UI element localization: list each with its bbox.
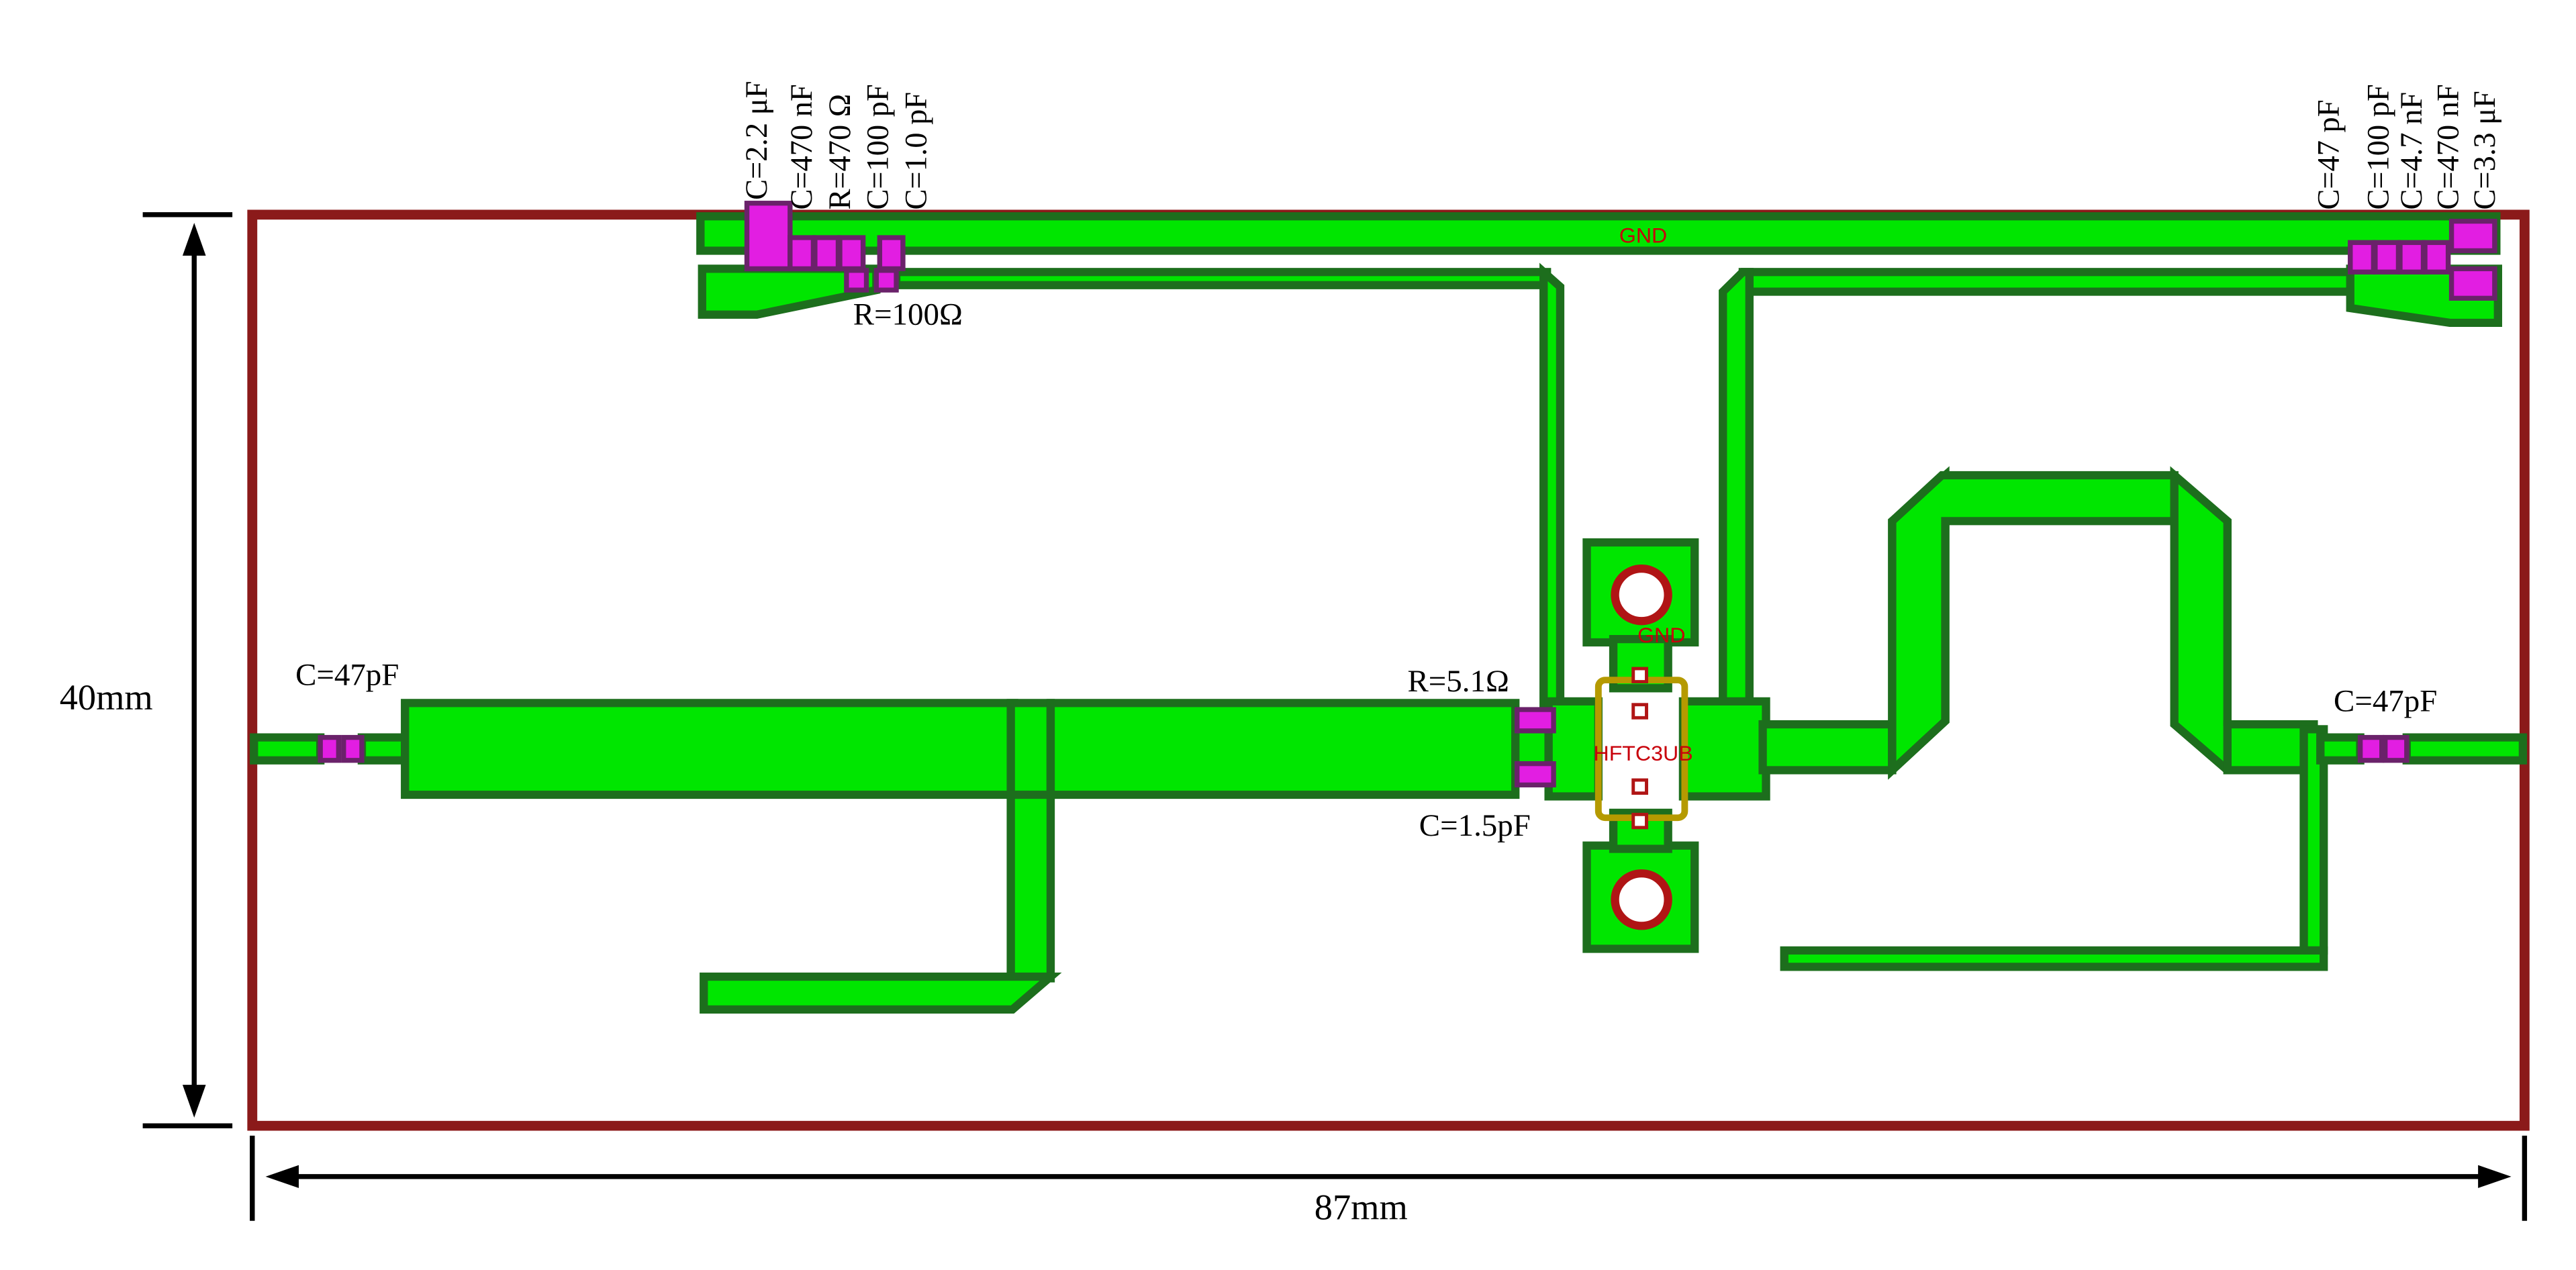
label-c-470nf-top: C=470 nF — [2430, 84, 2465, 209]
pad-gate-resistor — [1514, 707, 1556, 734]
label-gate-cap: C=1.5pF — [1419, 808, 1531, 843]
output-stub-vertical — [2299, 725, 2328, 955]
label-c-100pf-top: C=100 pF — [2360, 84, 2395, 209]
pad-c-3p3uf-b — [2448, 266, 2497, 301]
pad-r-100-b — [873, 268, 899, 293]
smd-pads — [318, 201, 2497, 788]
pad-c-470nf-top — [2422, 240, 2451, 275]
drain-lead — [1678, 697, 1770, 801]
width-dimension: 87mm — [250, 1135, 2528, 1228]
height-arrow-top — [182, 223, 206, 256]
transistor-pin-3 — [1631, 778, 1648, 795]
label-gate-resistor: R=5.1Ω — [1408, 664, 1509, 699]
drain-bias-line — [1738, 268, 2361, 296]
pad-c-3p3uf-a — [2448, 218, 2497, 254]
input-match-junction — [1006, 699, 1055, 799]
gate-bias-line — [892, 268, 1552, 289]
transistor-footprint — [1594, 667, 1688, 830]
copper-layer — [250, 212, 2528, 1014]
output-line-3 — [2316, 733, 2365, 765]
gate-series-pad-area — [1511, 725, 1553, 770]
label-c-470nf: C=470 nF — [784, 84, 819, 209]
width-label: 87mm — [1315, 1187, 1408, 1228]
pad-output-cap-b — [2382, 734, 2410, 763]
label-output-cap: C=47pF — [2334, 684, 2437, 719]
output-loop-top — [1888, 471, 2179, 780]
label-input-cap: C=47pF — [295, 658, 399, 693]
pad-c-4p7nf — [2397, 240, 2426, 275]
label-c-100pf: C=100 pF — [860, 84, 895, 209]
pad-c-2p2uf — [744, 201, 793, 272]
height-label: 40mm — [60, 677, 153, 718]
input-stub-horizontal — [700, 972, 1062, 1014]
label-r-470: R=470 Ω — [822, 94, 857, 210]
input-match-wide-2 — [1046, 699, 1520, 799]
gnd-silk-top: GND — [1619, 223, 1667, 247]
mounting-hole-top — [1611, 565, 1672, 626]
pad-c-100pf — [837, 235, 866, 272]
label-c-3p3uf: C=3.3 μF — [2467, 91, 2502, 209]
gate-bias-vertical — [1539, 262, 1565, 712]
pad-c-47pf-top — [2348, 240, 2377, 275]
label-c-1pf: C=1.0 pF — [898, 92, 933, 210]
pad-input-cap-a — [318, 734, 342, 763]
label-c-4p7nf: C=4.7 nF — [2394, 92, 2429, 210]
width-arrow-right — [2478, 1165, 2512, 1188]
height-arrow-bottom — [182, 1085, 206, 1118]
pad-r-470 — [812, 235, 841, 272]
top-right-component-labels: C=47 pF C=100 pF C=4.7 nF C=470 nF C=3.3… — [2311, 84, 2502, 209]
gnd-bus-top — [696, 212, 2501, 255]
input-stub-vertical — [1006, 790, 1055, 983]
transistor-pin-2 — [1631, 703, 1648, 720]
input-match-wide-1 — [401, 699, 1018, 799]
transistor-pin-1 — [1631, 667, 1648, 684]
label-c-2p2uf: C=2.2 μF — [739, 81, 774, 200]
mounting-hole-bottom — [1611, 869, 1672, 930]
transistor-pin-4 — [1631, 812, 1648, 830]
output-stub-horizontal — [1780, 946, 2328, 971]
top-left-component-labels: C=2.2 μF C=470 nF R=470 Ω C=100 pF C=1.0… — [739, 81, 934, 210]
output-line-1 — [1758, 720, 1897, 775]
pad-c-470nf — [788, 235, 816, 272]
drain-bias-vertical — [1719, 268, 1754, 712]
height-dimension: 40mm — [60, 212, 233, 1128]
device-silk-label: HFTC3UB — [1594, 741, 1693, 765]
label-r-100: R=100Ω — [853, 297, 963, 332]
gate-lead — [1544, 697, 1603, 801]
width-arrow-left — [265, 1165, 299, 1188]
pad-c-1pf — [877, 235, 906, 272]
input-line-segment — [357, 733, 410, 765]
pad-gate-cap — [1514, 761, 1556, 788]
pad-r-100-a — [844, 268, 869, 293]
gnd-silk-device: GND — [1637, 623, 1685, 647]
label-c-47pf-top: C=47 pF — [2311, 99, 2346, 209]
pad-output-cap-a — [2357, 734, 2385, 763]
pad-c-100pf-top — [2373, 240, 2401, 275]
pad-input-cap-b — [341, 734, 365, 763]
output-feed-line — [2402, 733, 2528, 765]
input-feed-line — [250, 733, 325, 765]
